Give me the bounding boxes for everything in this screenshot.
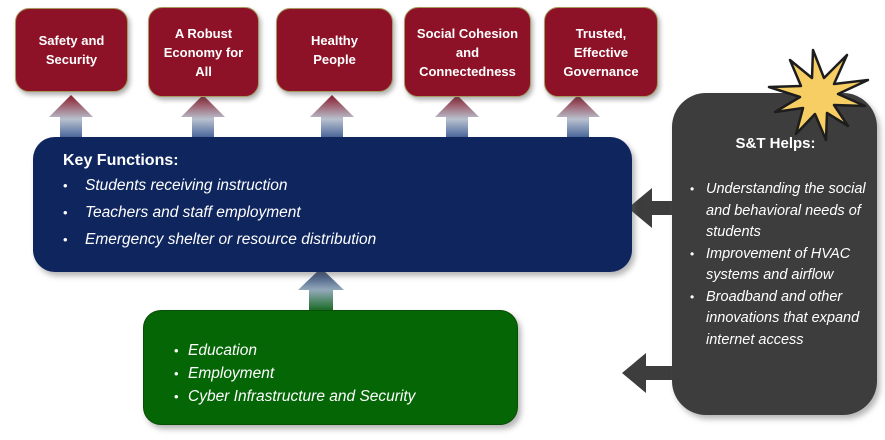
outcome-box-governance: Trusted, Effective Governance bbox=[544, 7, 658, 97]
list-item: • Students receiving instruction bbox=[63, 176, 612, 195]
outcome-box-safety-security: Safety and Security bbox=[15, 8, 128, 92]
list-item-text: Students receiving instruction bbox=[85, 177, 288, 194]
bullet-icon: • bbox=[63, 178, 68, 193]
list-item: • Emergency shelter or resource distribu… bbox=[63, 230, 612, 249]
outcome-box-robust-economy: A Robust Economy for All bbox=[148, 7, 259, 97]
arrow-left-helps-to-functions-icon bbox=[628, 188, 678, 228]
list-item: • Education bbox=[174, 341, 501, 360]
arrow-up-social-cohesion-icon bbox=[435, 95, 479, 139]
bullet-icon: • bbox=[690, 182, 695, 196]
list-item-text: Teachers and staff employment bbox=[85, 204, 301, 221]
bullet-icon: • bbox=[690, 246, 695, 261]
bullet-icon: • bbox=[174, 389, 179, 404]
bullet-icon: • bbox=[63, 232, 68, 247]
bullet-icon: • bbox=[174, 366, 179, 381]
st-helps-title: S&T Helps: bbox=[735, 135, 816, 152]
list-item-text: Cyber Infrastructure and Security bbox=[188, 388, 416, 405]
bullet-icon: • bbox=[63, 205, 68, 220]
arrow-up-safety-security-icon bbox=[49, 95, 93, 139]
key-functions-list: • Students receiving instruction • Teach… bbox=[63, 176, 612, 249]
list-item-text: Emergency shelter or resource distributi… bbox=[85, 231, 377, 248]
st-helps-list: • Understanding the social and behaviora… bbox=[690, 179, 869, 351]
arrow-up-healthy-people-icon bbox=[310, 95, 354, 139]
outcome-label: Trusted, Effective Governance bbox=[563, 25, 639, 79]
outcome-label: Social Cohesion and Connectedness bbox=[416, 25, 519, 79]
st-helps-box: S&T Helps: • Understanding the social an… bbox=[672, 93, 877, 415]
outcome-box-healthy-people: Healthy People bbox=[276, 8, 393, 92]
list-item-text: Employment bbox=[188, 365, 275, 382]
key-functions-title: Key Functions: bbox=[63, 152, 179, 169]
key-functions-box: Key Functions: • Students receiving inst… bbox=[33, 137, 632, 272]
arrow-up-economy-icon bbox=[181, 95, 225, 139]
list-item: • Broadband and other innovations that e… bbox=[690, 287, 869, 352]
list-item: • Improvement of HVAC systems and airflo… bbox=[690, 244, 869, 287]
list-item-text: Improvement of HVAC systems and airflow bbox=[706, 245, 851, 284]
list-item: • Cyber Infrastructure and Security bbox=[174, 387, 501, 406]
outcome-label: Safety and Security bbox=[38, 33, 105, 67]
bullet-icon: • bbox=[690, 289, 695, 304]
outcome-label: Healthy People bbox=[311, 33, 358, 67]
arrow-up-green-to-navy-icon bbox=[298, 268, 344, 312]
outcome-box-social-cohesion: Social Cohesion and Connectedness bbox=[404, 7, 531, 97]
list-item: • Employment bbox=[174, 364, 501, 383]
list-item: • Teachers and staff employment bbox=[63, 203, 612, 222]
sectors-box: • Education • Employment • Cyber Infrast… bbox=[143, 310, 518, 425]
list-item-text: Education bbox=[188, 342, 257, 359]
arrow-up-governance-icon bbox=[556, 95, 600, 139]
list-item-text: Understanding the social and behavioral … bbox=[706, 181, 866, 240]
list-item-text: Broadband and other innovations that exp… bbox=[706, 288, 860, 348]
sectors-list: • Education • Employment • Cyber Infrast… bbox=[174, 341, 501, 406]
arrow-left-helps-lower-icon bbox=[622, 353, 692, 393]
bullet-icon: • bbox=[174, 343, 179, 358]
outcome-label: A Robust Economy for All bbox=[163, 25, 244, 79]
list-item: • Understanding the social and behaviora… bbox=[690, 179, 869, 244]
